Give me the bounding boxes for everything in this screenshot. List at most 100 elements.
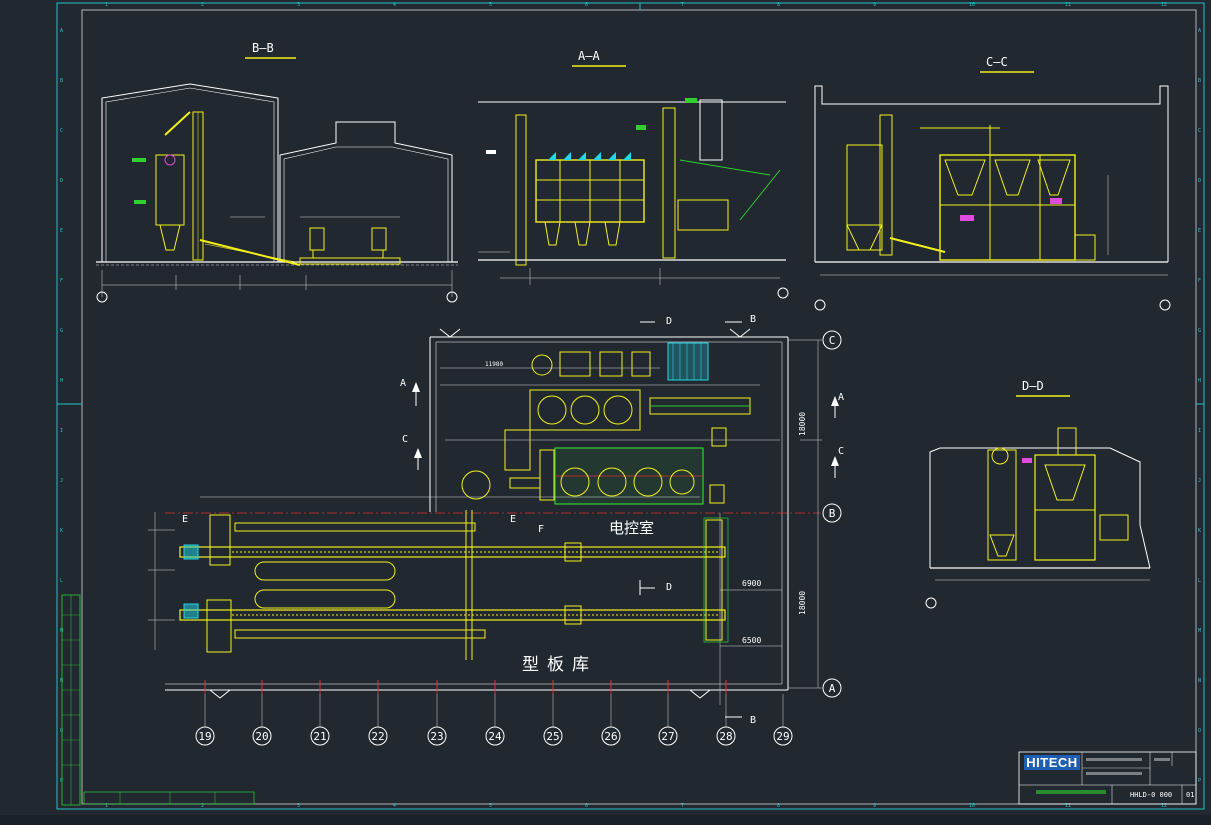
frame-row-letter: M	[1198, 628, 1201, 634]
axis-label-col: 28	[719, 730, 732, 743]
section-cc: C—C	[814, 55, 1171, 311]
section-letter: E	[510, 514, 516, 525]
frame-col-number: 8	[777, 803, 780, 809]
frame-row-letter: H	[60, 378, 63, 384]
frame-col-number: 4	[393, 803, 396, 809]
frame-row-letter: I	[1198, 428, 1201, 434]
axis-label-col: 23	[430, 730, 443, 743]
section-letter: B	[750, 715, 756, 726]
frame-row-letter: N	[60, 678, 63, 684]
axis-label-col: 26	[604, 730, 617, 743]
frame-row-letter: P	[1198, 778, 1201, 784]
frame-col-number: 2	[201, 2, 204, 8]
frame-row-letter: G	[1198, 328, 1201, 334]
axis-bubble	[814, 299, 826, 311]
view-title-cc: C—C	[986, 55, 1008, 69]
frame-col-number: 11	[1065, 803, 1071, 809]
dim-18000-lower: 18000	[798, 591, 807, 615]
control-room-label: 电控室	[609, 519, 655, 537]
frame-col-number: 12	[1161, 803, 1167, 809]
frame-row-letter: B	[60, 78, 63, 84]
axis-bubble	[96, 291, 108, 303]
axis-label-col: 19	[198, 730, 211, 743]
revision-strip	[61, 594, 81, 806]
axis-label-col: 27	[661, 730, 674, 743]
frame-row-letter: A	[1198, 28, 1201, 34]
frame-row-letter: F	[60, 278, 63, 284]
frame-col-number: 9	[873, 2, 876, 8]
frame-col-number: 5	[489, 2, 492, 8]
frame-col-number: 6	[585, 2, 588, 8]
axis-bubble-row	[822, 503, 842, 523]
frame-row-letter: J	[60, 478, 63, 484]
frame-row-letter: D	[60, 178, 63, 184]
frame-row-letter: F	[1198, 278, 1201, 284]
axis-label-col: 24	[488, 730, 502, 743]
section-letter: C	[838, 446, 844, 457]
section-letter: A	[400, 378, 406, 389]
frame-col-number: 9	[873, 803, 876, 809]
frame-row-letter: K	[1198, 528, 1201, 534]
section-letter: B	[750, 314, 756, 325]
section-letter: D	[666, 582, 672, 593]
axis-label-col: 22	[371, 730, 384, 743]
view-title-aa: A—A	[578, 49, 600, 63]
frame-row-letter: L	[60, 578, 63, 584]
outer-frame	[56, 2, 1205, 810]
section-aa: A—A	[478, 49, 789, 299]
frame-col-number: 7	[681, 803, 684, 809]
plan-annotations: 18000 18000 6900 6500 11980 A A C C D D …	[182, 314, 844, 726]
frame-col-number: 11	[1065, 2, 1071, 8]
frame-row-letter: N	[1198, 678, 1201, 684]
frame-row-letter: E	[60, 228, 63, 234]
axis-bubble	[777, 287, 789, 299]
status-bar	[0, 815, 1211, 825]
title-block-lines	[1018, 751, 1197, 805]
frame-row-letter: P	[60, 778, 63, 784]
section-dd: D—D	[925, 379, 1151, 609]
frame-row-letter: K	[60, 528, 63, 534]
formwork-store-label: 型板库	[522, 655, 597, 675]
frame-col-number: 12	[1161, 2, 1167, 8]
bottom-strip	[83, 791, 255, 805]
dim-6500: 6500	[742, 636, 761, 645]
view-title-dd: D—D	[1022, 379, 1044, 393]
frame-col-number: 10	[969, 2, 975, 8]
section-letter: F	[538, 524, 544, 535]
axis-bubble	[446, 291, 458, 303]
frame-row-letter: D	[1198, 178, 1201, 184]
frame-col-number: 1	[105, 803, 108, 809]
section-letter: A	[838, 392, 844, 403]
axis-label-col: 20	[255, 730, 268, 743]
frame-row-letter: G	[60, 328, 63, 334]
section-letter: C	[402, 434, 408, 445]
section-bb: B—B	[96, 41, 458, 303]
frame-row-letter: H	[1198, 378, 1201, 384]
frame-col-number: 3	[297, 803, 300, 809]
sheet-number: 01	[1186, 791, 1195, 799]
frame-row-letter: C	[1198, 128, 1201, 134]
frame-row-letter: J	[1198, 478, 1201, 484]
frame-row-letter: A	[60, 28, 63, 34]
frame-col-number: 5	[489, 803, 492, 809]
axis-bubble	[925, 597, 937, 609]
frame-col-number: 2	[201, 803, 204, 809]
axis-bubble	[1159, 299, 1171, 311]
axis-label-col: 25	[546, 730, 559, 743]
company-logo: HITECH	[1024, 755, 1080, 770]
axis-bubble-row	[822, 678, 842, 698]
frame-row-letter: C	[60, 128, 63, 134]
section-letter: D	[666, 316, 672, 327]
frame-col-number: 4	[393, 2, 396, 8]
axis-label-col: 21	[313, 730, 326, 743]
frame-row-letter: O	[60, 728, 63, 734]
frame-row-letter: E	[1198, 228, 1201, 234]
dim-6900: 6900	[742, 579, 761, 588]
frame-col-number: 10	[969, 803, 975, 809]
frame-row-letter: O	[1198, 728, 1201, 734]
frame-col-number: 8	[777, 2, 780, 8]
axis-label-row: A	[829, 682, 836, 695]
dim-18000-upper: 18000	[798, 412, 807, 436]
